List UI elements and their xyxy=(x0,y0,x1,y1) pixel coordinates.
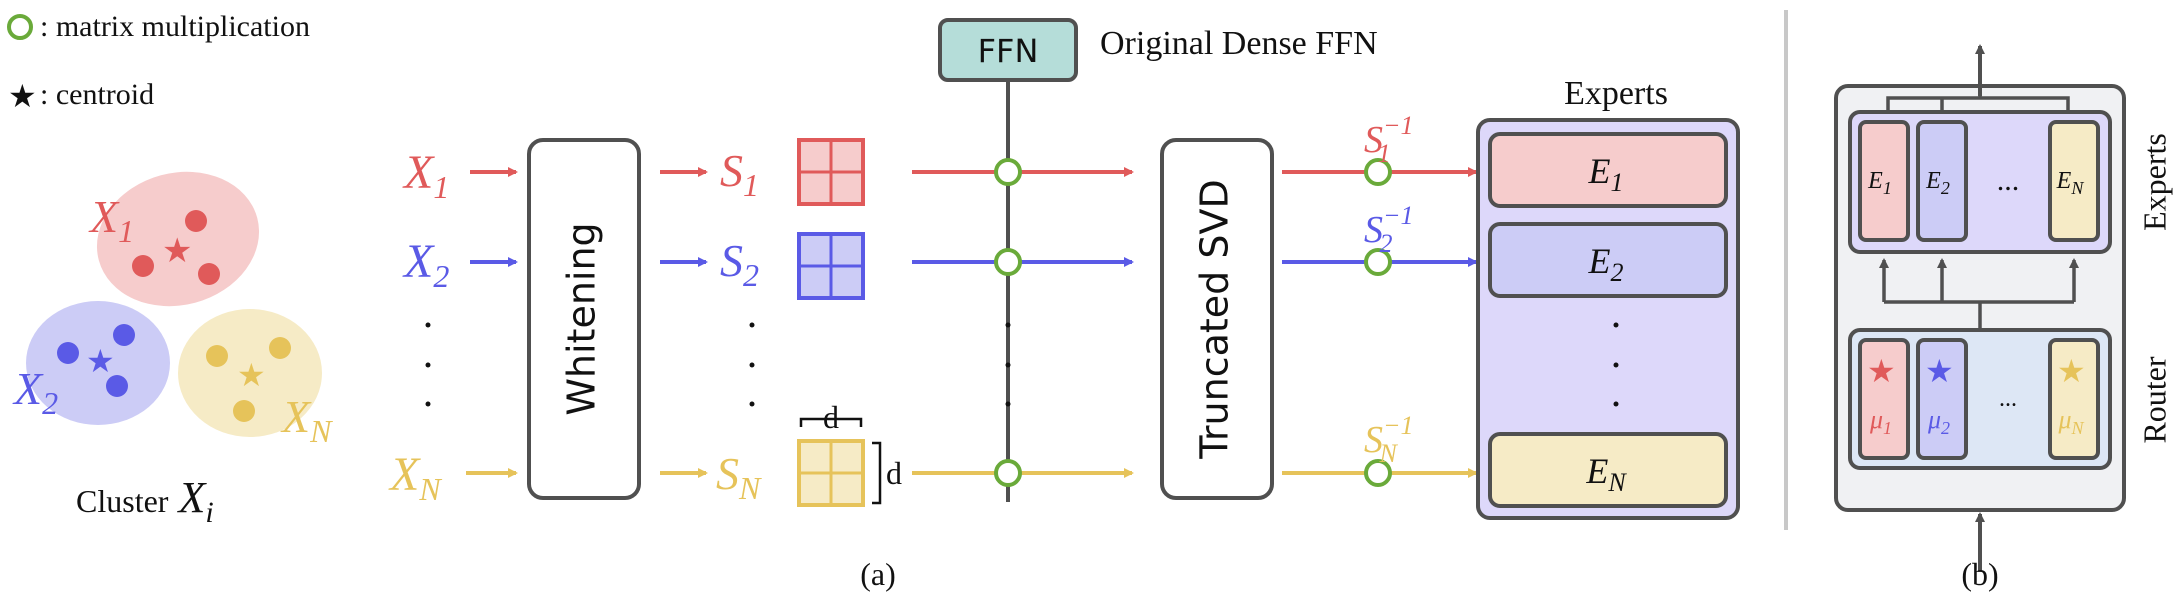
whitening-label: Whitening xyxy=(560,222,604,415)
dim-label-side: d xyxy=(886,455,902,491)
matrix-grid-n xyxy=(797,439,865,507)
ffn-caption: Original Dense FFN xyxy=(1100,25,1378,62)
experts-dots xyxy=(1613,322,1619,407)
cluster-1-label: X1 xyxy=(88,191,134,249)
ffn-dots xyxy=(1005,322,1011,407)
matrix-grid-2 xyxy=(797,232,865,300)
moe-router-box-n xyxy=(2048,338,2100,460)
cluster-1-points: ★ xyxy=(132,210,220,285)
matmul-inv-icon-1 xyxy=(1364,158,1392,186)
cluster-2-label: X2 xyxy=(12,363,58,421)
expert-box-n xyxy=(1488,432,1728,508)
moe-router-box-1 xyxy=(1858,338,1910,460)
moe-router-ellipsis: ... xyxy=(1999,386,2017,412)
s-dots xyxy=(749,322,755,407)
moe-router-label-2: μ2 xyxy=(1927,405,1950,438)
moe-expert-ellipsis: ... xyxy=(1997,164,2020,197)
input-label-n: XN xyxy=(388,448,442,507)
svg-text:★: ★ xyxy=(237,357,266,393)
input-label-1: X1 xyxy=(402,146,449,205)
legend-star-label: : centroid xyxy=(40,78,154,111)
cluster-n-points: ★ xyxy=(206,337,291,422)
expert-label-n: EN xyxy=(1585,451,1627,497)
router-centroid-icon-n: ★ xyxy=(2057,353,2086,389)
s-label-n: SN xyxy=(716,448,762,506)
whitening-box xyxy=(527,138,641,500)
moe-router-label: Router xyxy=(2136,356,2172,443)
matmul-icon-1 xyxy=(994,158,1022,186)
s-label-2: S2 xyxy=(720,235,759,293)
legend-circle-label: : matrix multiplication xyxy=(40,10,310,43)
moe-router-label-n: μN xyxy=(2057,405,2084,438)
dim-bracket-top xyxy=(799,417,863,427)
input-label-2: X2 xyxy=(402,235,449,294)
moe-expert-label-2: E2 xyxy=(1925,168,1950,198)
expert-box-1 xyxy=(1488,132,1728,208)
moe-router-label-1: μ1 xyxy=(1869,405,1892,438)
experts-container xyxy=(1476,118,1740,520)
moe-router-box-2 xyxy=(1916,338,1968,460)
ffn-label: FFN xyxy=(978,32,1039,70)
matmul-inv-icon-n xyxy=(1364,459,1392,487)
experts-title: Experts xyxy=(1564,75,1668,112)
dim-bracket-side xyxy=(872,441,882,505)
svg-text:★: ★ xyxy=(162,233,192,270)
moe-expert-box-n xyxy=(2048,120,2100,242)
s-label-1: S1 xyxy=(720,145,759,203)
moe-expert-label-n: EN xyxy=(2056,168,2085,198)
routing-arrows xyxy=(1879,258,2079,330)
legend-circle-icon xyxy=(7,14,33,40)
moe-expert-label-1: E1 xyxy=(1867,168,1892,198)
moe-router-section xyxy=(1848,328,2112,470)
moe-expert-box-1 xyxy=(1858,120,1910,242)
cluster-n-label: XN xyxy=(280,391,333,449)
svg-text:★: ★ xyxy=(86,343,115,379)
matmul-icon-2 xyxy=(994,248,1022,276)
expert-box-2 xyxy=(1488,222,1728,298)
router-centroid-icon-2: ★ xyxy=(1925,353,1954,389)
moe-experts-label: Experts xyxy=(2136,133,2172,231)
caption-b: (b) xyxy=(1961,556,1998,592)
moe-experts-section xyxy=(1848,110,2112,254)
matmul-icon-n xyxy=(994,459,1022,487)
router-centroid-icon-1: ★ xyxy=(1867,353,1896,389)
dim-label-top: d xyxy=(823,399,839,435)
matrix-grid-1 xyxy=(797,138,865,206)
legend-star-icon: ★ xyxy=(8,78,37,114)
svd-label: Truncated SVD xyxy=(1193,179,1237,459)
matmul-inv-icon-2 xyxy=(1364,248,1392,276)
moe-expert-box-2 xyxy=(1916,120,1968,242)
svd-box xyxy=(1160,138,1274,500)
caption-a: (a) xyxy=(860,556,896,592)
cluster-2-points: ★ xyxy=(57,324,135,397)
expert-label-2: E2 xyxy=(1588,241,1624,287)
input-dots xyxy=(425,322,431,407)
expert-label-1: E1 xyxy=(1588,151,1624,197)
